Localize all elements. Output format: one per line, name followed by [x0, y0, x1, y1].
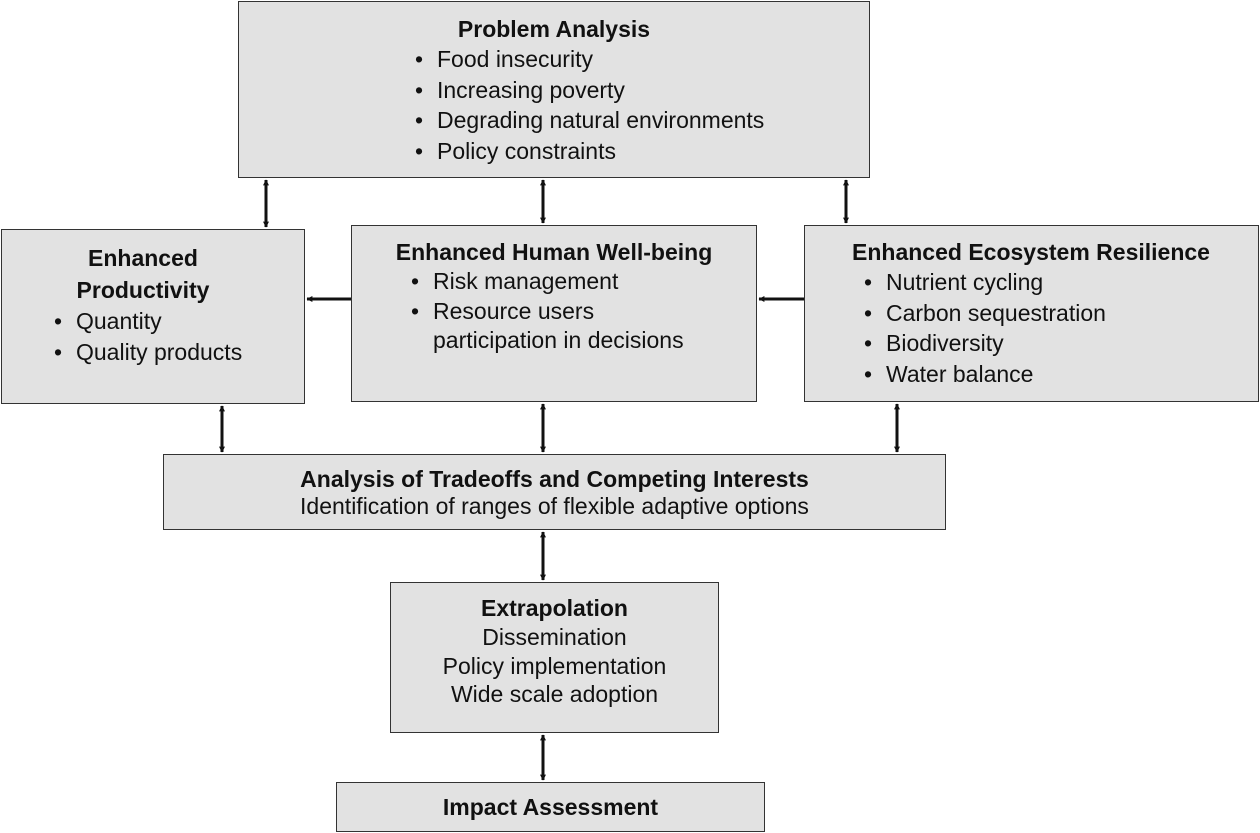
list-item: Quality products [52, 337, 304, 368]
enhanced-productivity-title-line2: Productivity [76, 277, 210, 303]
tradeoffs-subtitle: Identification of ranges of flexible ada… [300, 493, 809, 519]
problem-analysis-box: Problem Analysis Food insecurity Increas… [238, 1, 870, 178]
enhanced-wellbeing-box: Enhanced Human Well-being Risk managemen… [351, 225, 757, 402]
list-item: Resource users [409, 297, 756, 327]
extrapolation-line: Policy implementation [442, 652, 667, 679]
enhanced-resilience-list: Nutrient cycling Carbon sequestration Bi… [862, 267, 1258, 389]
list-item: Degrading natural environments [413, 105, 869, 136]
impact-assessment-box: Impact Assessment [336, 782, 765, 832]
list-item: Risk management [409, 267, 756, 297]
list-item: Biodiversity [862, 328, 1258, 359]
problem-analysis-list: Food insecurity Increasing poverty Degra… [413, 44, 869, 166]
extrapolation-line: Wide scale adoption [450, 681, 659, 707]
tradeoffs-box: Analysis of Tradeoffs and Competing Inte… [163, 454, 946, 530]
problem-analysis-title: Problem Analysis [457, 16, 651, 42]
extrapolation-box: Extrapolation Dissemination Policy imple… [390, 582, 719, 733]
list-item: Policy constraints [413, 136, 869, 167]
enhanced-resilience-box: Enhanced Ecosystem Resilience Nutrient c… [804, 225, 1259, 402]
list-item: Quantity [52, 306, 304, 337]
extrapolation-line: Dissemination [482, 624, 627, 650]
extrapolation-title: Extrapolation [481, 595, 628, 621]
enhanced-wellbeing-list: Risk management Resource users [409, 267, 756, 326]
enhanced-resilience-title: Enhanced Ecosystem Resilience [852, 239, 1210, 265]
tradeoffs-title: Analysis of Tradeoffs and Competing Inte… [300, 466, 809, 492]
list-item: Increasing poverty [413, 75, 869, 106]
list-item: Water balance [862, 359, 1258, 390]
enhanced-wellbeing-title: Enhanced Human Well-being [395, 239, 713, 265]
list-item: Food insecurity [413, 44, 869, 75]
enhanced-productivity-list: Quantity Quality products [52, 306, 304, 367]
enhanced-productivity-title-line1: Enhanced [88, 245, 198, 271]
enhanced-wellbeing-continuation: participation in decisions [433, 327, 684, 353]
enhanced-productivity-box: Enhanced Productivity Quantity Quality p… [1, 229, 305, 404]
impact-assessment-title: Impact Assessment [442, 794, 659, 820]
list-item: Carbon sequestration [862, 298, 1258, 329]
list-item: Nutrient cycling [862, 267, 1258, 298]
